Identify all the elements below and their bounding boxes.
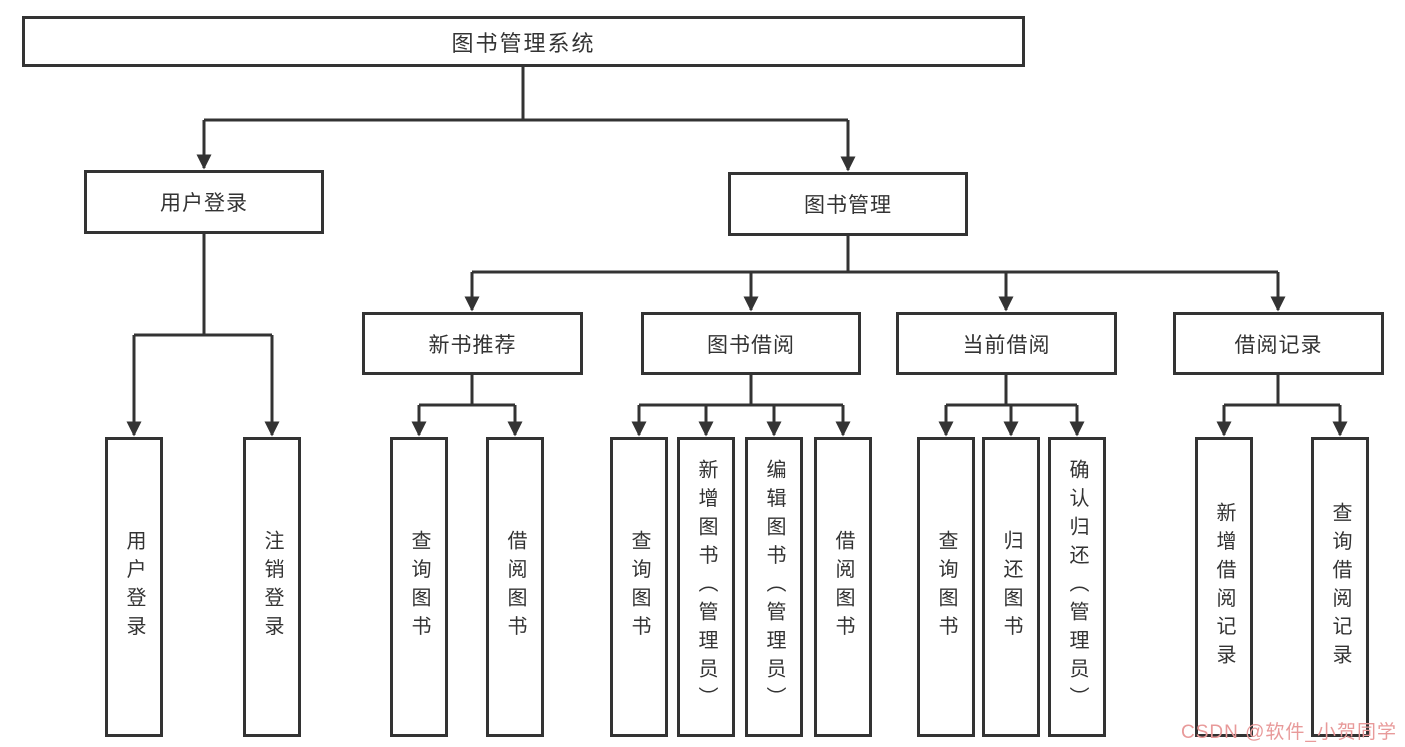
csdn-watermark: CSDN @软件_小贺同学: [1181, 722, 1397, 743]
leaf-add-borrow-record: 新增借阅记录: [1195, 437, 1253, 737]
leaf-borrow-book-borrowing: 借阅图书: [814, 437, 872, 737]
leaf-query-book-borrowing: 查询图书: [610, 437, 668, 737]
leaf-borrow-book-recommend: 借阅图书: [486, 437, 544, 737]
leaf-logout: 注销登录: [243, 437, 301, 737]
node-book-borrowing: 图书借阅: [641, 312, 861, 375]
leaf-query-book-current: 查询图书: [917, 437, 975, 737]
node-user-login: 用户登录: [84, 170, 324, 234]
leaf-confirm-return-admin: 确认归还（管理员）: [1048, 437, 1106, 737]
leaf-add-book-admin: 新增图书（管理员）: [677, 437, 735, 737]
leaf-edit-book-admin: 编辑图书（管理员）: [745, 437, 803, 737]
leaf-user-login: 用户登录: [105, 437, 163, 737]
leaf-return-book: 归还图书: [982, 437, 1040, 737]
node-root-system: 图书管理系统: [22, 16, 1025, 67]
leaf-query-borrow-record: 查询借阅记录: [1311, 437, 1369, 737]
leaf-query-book-recommend: 查询图书: [390, 437, 448, 737]
node-current-borrowing: 当前借阅: [896, 312, 1117, 375]
node-new-book-recommend: 新书推荐: [362, 312, 583, 375]
node-book-management: 图书管理: [728, 172, 968, 236]
node-borrow-records: 借阅记录: [1173, 312, 1384, 375]
